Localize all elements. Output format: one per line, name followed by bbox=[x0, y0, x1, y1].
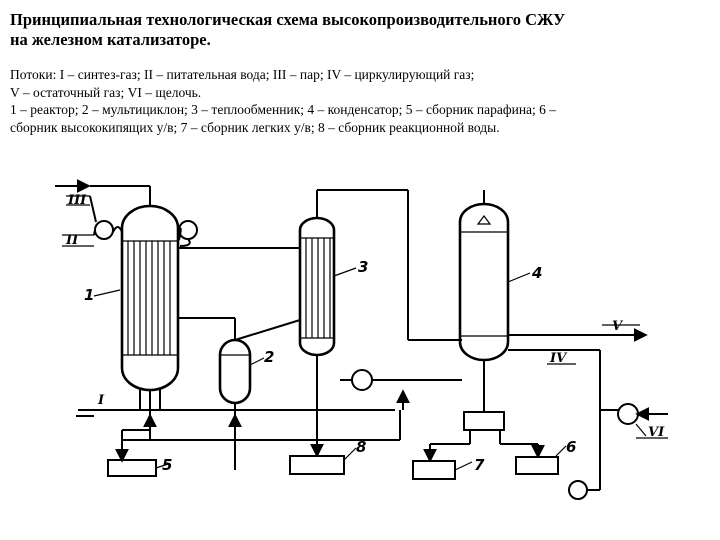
paraffin-collector-5 bbox=[107, 410, 157, 477]
label-stream-residual-gas: V bbox=[612, 319, 624, 334]
label-heavy-hydrocarbons-collector: 6 bbox=[566, 438, 576, 456]
feed-arrows bbox=[122, 410, 401, 441]
reactor-1-tubes bbox=[127, 241, 171, 355]
label-stream-synthesis-gas: I bbox=[97, 393, 105, 408]
stream-residual-gas: V bbox=[508, 319, 648, 342]
label-stream-circulating-gas: IV bbox=[549, 351, 568, 366]
label-stream-feed-water: II bbox=[65, 233, 79, 248]
separator-vessel bbox=[423, 410, 545, 463]
heavy-hydrocarbons-collector-6 bbox=[515, 456, 559, 475]
title-line-1: Принципиальная технологическая схема выс… bbox=[10, 10, 566, 29]
title-line-2: на железном катализаторе. bbox=[10, 30, 211, 49]
reaction-water-collector-8 bbox=[289, 455, 345, 475]
heat-exchanger-3 bbox=[178, 189, 408, 458]
label-stream-steam: III bbox=[67, 193, 87, 208]
reactor-1 bbox=[90, 185, 198, 410]
stream-feed-water: II bbox=[62, 229, 96, 248]
legend-text: Потоки: I – синтез-газ; II – питательная… bbox=[10, 66, 715, 136]
label-multicyclone: 2 bbox=[264, 348, 274, 366]
condenser-4 bbox=[458, 190, 510, 410]
legend-streams-line-2: V – остаточный газ; VI – щелочь. bbox=[10, 84, 202, 100]
label-heat-exchanger: 3 bbox=[358, 258, 368, 276]
page-title: Принципиальная технологическая схема выс… bbox=[10, 10, 710, 50]
stream-steam: III bbox=[55, 179, 97, 223]
label-reaction-water-collector: 8 bbox=[356, 438, 366, 456]
legend-equipment-line-2: сборник высококипящих у/в; 7 – сборник л… bbox=[10, 119, 500, 135]
label-reactor: 1 bbox=[84, 286, 94, 304]
multicyclone-2 bbox=[178, 317, 252, 470]
label-paraffin-collector: 5 bbox=[162, 456, 172, 474]
stream-alkali: VI bbox=[600, 403, 668, 440]
label-condenser: 4 bbox=[531, 264, 542, 282]
light-hydrocarbons-collector-7 bbox=[412, 460, 456, 480]
stream-synthesis-gas: I bbox=[76, 393, 395, 417]
label-stream-alkali: VI bbox=[648, 425, 665, 440]
legend-streams-line-1: Потоки: I – синтез-газ; II – питательная… bbox=[10, 67, 475, 82]
transfer-line bbox=[340, 190, 462, 410]
stream-circulating-gas: IV bbox=[508, 349, 601, 500]
label-light-hydrocarbons-collector: 7 bbox=[474, 456, 485, 474]
legend-equipment-line-1: 1 – реактор; 2 – мультициклон; 3 – тепло… bbox=[10, 102, 557, 117]
